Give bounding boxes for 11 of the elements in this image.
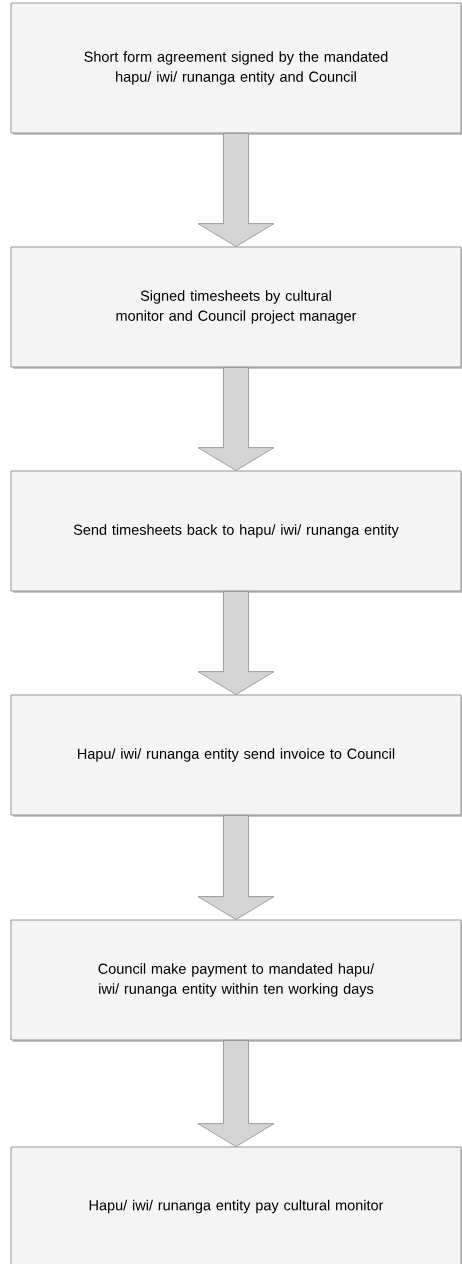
block-arrow	[197, 591, 275, 695]
process-box: Send timesheets back to hapu/ iwi/ runanga entity	[10, 470, 462, 593]
process-box: Council make payment to mandated hapu/ iwi/ runanga entity within ten working days	[10, 919, 462, 1042]
block-arrow	[197, 367, 275, 471]
block-arrow	[197, 133, 275, 247]
process-box: Signed timesheets by cultural monitor and Council project manager	[10, 246, 462, 369]
process-box: Hapu/ iwi/ runanga entity send invoice to Council	[10, 694, 462, 817]
block-arrow	[197, 815, 275, 920]
block-arrow	[197, 1040, 275, 1147]
process-box: Hapu/ iwi/ runanga entity pay cultural monitor	[10, 1146, 462, 1264]
process-box: Short form agreement signed by the mandated hapu/ iwi/ runanga entity and Council	[10, 2, 462, 135]
